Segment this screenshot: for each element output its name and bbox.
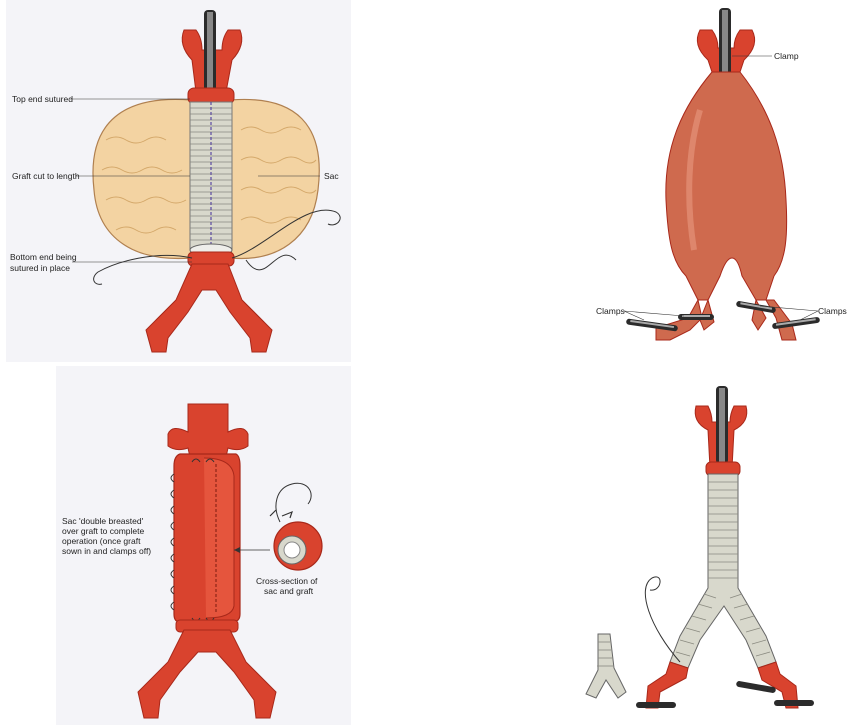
label-bottom-end-line2: sutured in place — [10, 263, 70, 273]
label-sac-double-breasted-1: Sac 'double breasted' — [62, 516, 143, 526]
label-top-end-sutured: Top end sutured — [12, 94, 73, 104]
label-cross-section-1: Cross-section of — [256, 576, 317, 586]
bifurcated-graft-illustration — [540, 378, 847, 725]
label-sac-double-breasted-2: over graft to complete — [62, 526, 144, 536]
label-cross-section-2: sac and graft — [264, 586, 313, 596]
label-sac: Sac — [324, 171, 339, 181]
label-bottom-end-line1: Bottom end being — [10, 252, 77, 262]
graft-insertion-illustration — [6, 0, 351, 362]
label-clamp: Clamp — [774, 51, 799, 61]
panel-graft-insertion: Top end sutured Graft cut to length Sac … — [6, 0, 351, 362]
panel-sac-double-breasted: Sac 'double breasted' over graft to comp… — [56, 366, 351, 725]
panel-aneurysm-clamped: Clamp Clamps Clamps — [560, 0, 847, 362]
label-graft-cut-to-length: Graft cut to length — [12, 171, 80, 181]
label-sac-double-breasted-3: operation (once graft — [62, 536, 140, 546]
label-clamps-left: Clamps — [596, 306, 625, 316]
panel-bifurcated-graft — [540, 378, 847, 725]
label-sac-double-breasted-4: sown in and clamps off) — [62, 546, 151, 556]
label-clamps-right: Clamps — [818, 306, 847, 316]
